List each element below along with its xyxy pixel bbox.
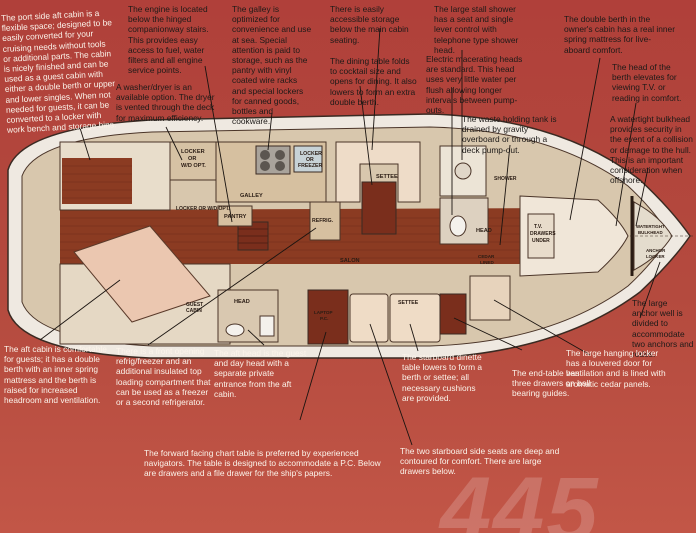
chart-table (307, 289, 349, 345)
callout-chart-table: The forward facing chart table is prefer… (144, 448, 381, 479)
model-watermark: 445 (440, 459, 600, 533)
label-salon: SALON (340, 258, 360, 264)
label-locker-opt-1: LOCKER (181, 149, 205, 155)
label-tv-1: T.V. (534, 224, 543, 230)
label-laptop-1: LAPTOP (314, 310, 333, 315)
label-settee: SETTEE (376, 174, 398, 180)
label-locker-opt-3: W/D OPT. (181, 163, 206, 169)
label-cedar-1: CEDAR (478, 254, 495, 259)
callout-dining-table: The dining table folds to cocktail size … (330, 56, 417, 107)
dining-table (361, 181, 397, 235)
callout-heads: Electric macerating heads are standard. … (426, 54, 523, 116)
label-guest-1: GUEST (186, 302, 203, 308)
label-head-fwd: HEAD (476, 228, 492, 234)
label-locker-freezer-3: FREEZER (298, 163, 322, 169)
label-tv-3: UNDER (532, 238, 550, 244)
settee-u (335, 141, 421, 203)
label-galley: GALLEY (240, 193, 263, 199)
callout-storage-seating: There is easily accessible storage below… (330, 4, 409, 45)
callout-dinette: The starboard dinette table lowers to fo… (402, 352, 483, 403)
callout-berth-head: The head of the berth elevates for viewi… (612, 62, 682, 103)
callout-shower: The large stall shower has a seat and si… (434, 4, 519, 55)
label-tv-2: DRAWERS (530, 231, 556, 237)
callout-hanging-locker: The large hanging locker has a louvered … (566, 348, 666, 389)
label-anchor-2: LOCKER (646, 254, 665, 259)
end-table (439, 293, 467, 335)
refrigerator (309, 201, 341, 241)
label-watertight-2: BULKHEAD (638, 230, 663, 235)
label-head-aft: HEAD (234, 299, 250, 305)
callout-watertight: A watertight bulkhead provides security … (610, 114, 693, 186)
callout-end-table: The end-table has three drawers on ball … (512, 368, 591, 399)
label-watertight-1: WATERTIGHT (636, 224, 665, 229)
starboard-seat-1 (349, 293, 389, 343)
callout-galley: The galley is optimized for convenience … (232, 4, 312, 127)
label-locker-opt-2: OR (188, 156, 196, 162)
leader-lines (39, 27, 661, 446)
callout-fridge: There is a front opening refrig/freezer … (116, 346, 211, 408)
hanging-locker (469, 275, 511, 321)
callout-aft-head: The aft head is the guest and day head w… (214, 348, 307, 399)
callout-side-seats: The two starboard side seats are deep an… (400, 446, 560, 477)
label-settee-2: SETTEE (398, 300, 419, 306)
label-guest-2: CABIN (186, 308, 202, 314)
pantry (217, 205, 253, 227)
label-cedar-2: LINED (480, 260, 494, 265)
callout-aft-cabin: The aft cabin is comfortable for guests;… (4, 344, 107, 406)
label-shower: SHOWER (494, 176, 517, 182)
label-locker-freezer-1: LOCKER (300, 151, 322, 157)
label-refrig: REFRIG. (312, 218, 334, 224)
label-laptop-2: P.C. (320, 316, 328, 321)
aft-berth (73, 225, 211, 323)
label-pantry: PANTRY (224, 214, 247, 220)
callout-owners-berth: The double berth in the owner's cabin ha… (564, 14, 676, 55)
callout-engine: The engine is located below the hinged c… (128, 4, 209, 76)
callout-washer-dryer: A washer/dryer is an available option. T… (116, 82, 215, 123)
callout-waste-tank: The waste holding tank is drained by gra… (462, 114, 557, 155)
callout-port-aft-cabin: The port side aft cabin is a flexible sp… (0, 7, 117, 136)
label-locker-opt-alt: LOCKER OR W/D OPT. (176, 206, 230, 212)
label-locker-freezer-2: OR (306, 157, 314, 163)
label-anchor-1: ANCHOR (646, 248, 666, 253)
callout-anchor-well: The large anchor well is divided to acco… (632, 298, 694, 360)
